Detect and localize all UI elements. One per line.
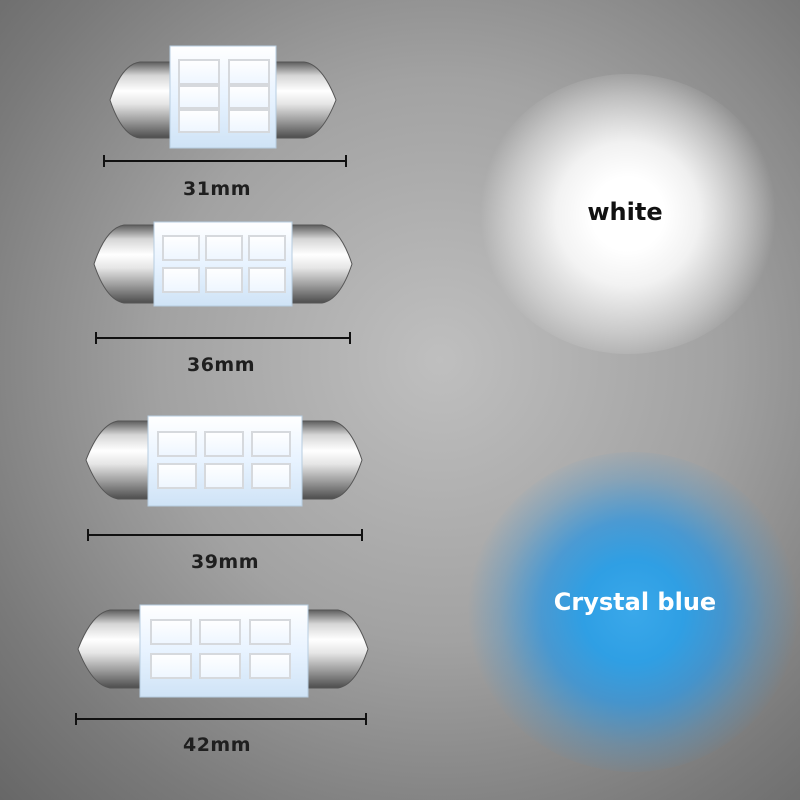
bulb-board [153,221,293,307]
dimension-line-icon [75,713,367,725]
size-label-36mm: 36mm [186,354,256,376]
color-label-white: white [587,198,663,226]
dimension-line-icon [103,155,347,167]
led-chips [157,431,291,489]
led-chips [150,619,291,679]
bulb-board [147,415,303,507]
bulb-board [139,604,309,698]
dimension-line-icon [87,529,363,541]
bulb-31mm [103,45,347,167]
bulb-end-cap-left [85,420,151,500]
color-label-crystal-blue: Crystal blue [553,588,717,616]
bulb-board [169,45,277,149]
bulb-42mm [75,604,369,725]
bulb-end-cap-left [109,61,173,139]
size-label-31mm: 31mm [182,178,252,200]
blue-light-glow [468,452,798,772]
bulb-end-cap-left [93,224,157,304]
size-label-39mm: 39mm [190,551,260,573]
bulb-end-cap-right [305,609,369,689]
bulb-end-cap-right [273,61,337,139]
bulb-end-cap-right [299,420,363,500]
bulb-36mm [93,221,353,344]
bulb-39mm [85,415,363,541]
led-chips [162,235,286,293]
dimension-line-icon [95,332,351,344]
bulb-end-cap-right [289,224,353,304]
led-chips [178,59,270,133]
size-label-42mm: 42mm [182,734,252,756]
bulb-end-cap-left [77,609,143,689]
white-light-glow [478,74,778,354]
